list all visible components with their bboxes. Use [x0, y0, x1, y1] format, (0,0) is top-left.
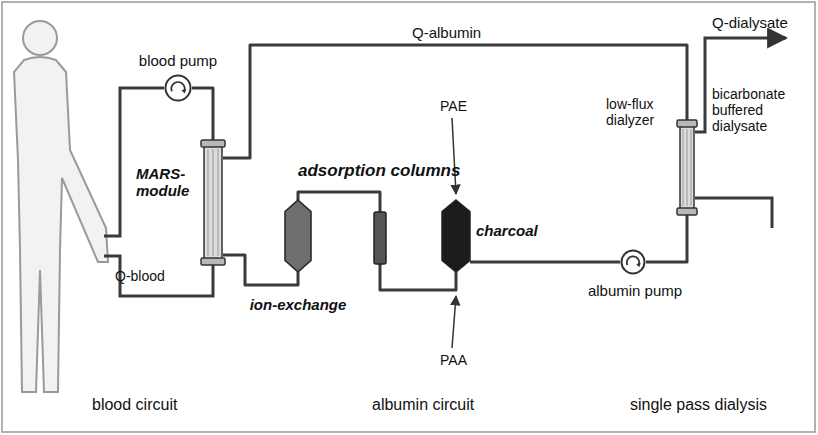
part-label: MARS-module [136, 165, 198, 200]
adsorption-column: ion-exchange [285, 200, 311, 272]
adsorption-column [285, 200, 311, 272]
annotation-label: Q-blood [115, 268, 165, 284]
annotation-label: adsorption columns [298, 161, 460, 181]
part-label: ion-exchange [246, 296, 350, 313]
annotation-label: PAE [440, 98, 467, 114]
dialyzer-cylinder: MARS-module [203, 140, 223, 265]
dialyzer-cylinder [203, 140, 223, 265]
part-label: blood pump [130, 52, 226, 69]
circuit-line [298, 192, 456, 290]
pump-symbol [164, 74, 192, 102]
annotation-label: Q-dialysate [712, 14, 788, 31]
annotation-label: albumin circuit [372, 396, 474, 414]
adsorption-column [374, 212, 386, 264]
adsorption-column [442, 200, 470, 272]
dialyzer-cylinder: low-flux dialyzer [679, 120, 695, 215]
adsorption-column: charcoal [442, 200, 470, 272]
annotation-label: single pass dialysis [630, 396, 767, 414]
circuit-line [646, 215, 687, 262]
pump-symbol [620, 249, 646, 275]
annotation-label: PAA [440, 352, 467, 368]
dialyzer-cylinder [679, 120, 695, 215]
pump-symbol: albumin pump [620, 249, 646, 275]
annotation-label: blood circuit [92, 396, 177, 414]
circuit-line [192, 88, 213, 140]
part-label: charcoal [476, 222, 548, 239]
circuit-line [470, 261, 620, 264]
pump-symbol: blood pump [164, 74, 192, 102]
blood-line [104, 88, 213, 296]
part-label: albumin pump [583, 282, 687, 299]
flow-label: Q-albumin [410, 24, 483, 41]
circuit-line [223, 45, 687, 158]
part-label: low-flux dialyzer [606, 96, 674, 128]
patient-figure [14, 21, 108, 392]
annotation-label: bicarbonate buffered dialysate [712, 86, 798, 134]
